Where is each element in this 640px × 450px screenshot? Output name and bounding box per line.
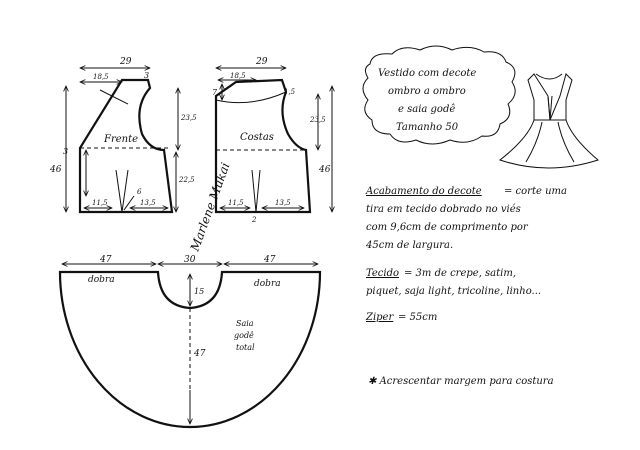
back-shoulder: 18,5 bbox=[230, 72, 246, 80]
fabric-line-1: = 3m de crepe, satim, bbox=[404, 268, 516, 279]
title-cloud: Vestido com decote ombro a ombro e saia … bbox=[362, 45, 516, 145]
skirt-fold-right: dobra bbox=[254, 279, 281, 289]
finishing-line-3: com 9,6cm de comprimento por bbox=[366, 222, 529, 233]
zipper-value: = 55cm bbox=[398, 312, 437, 323]
back-height: 46 bbox=[318, 165, 331, 175]
back-hem-right: 13,5 bbox=[275, 199, 291, 207]
front-neck: 3 bbox=[144, 71, 149, 80]
zipper-note: Ziper = 55cm bbox=[365, 312, 437, 323]
back-depth-left: 7 bbox=[212, 88, 218, 97]
dress-illustration bbox=[498, 73, 600, 169]
back-hem-left: 11,5 bbox=[228, 199, 244, 207]
signature: Marlene Mukai bbox=[187, 161, 232, 254]
title-line-2: ombro a ombro bbox=[388, 86, 466, 97]
fabric-line-2: piquet, saja light, tricoline, linho... bbox=[366, 286, 541, 297]
fabric-note: Tecido = 3m de crepe, satim, piquet, saj… bbox=[366, 268, 541, 297]
skirt-waist-depth: 15 bbox=[194, 287, 204, 296]
title-line-1: Vestido com decote bbox=[378, 68, 476, 79]
finishing-line-4: 45cm de largura. bbox=[365, 240, 453, 251]
back-label: Costas bbox=[240, 132, 274, 143]
skirt-label-1: Saia bbox=[236, 319, 254, 328]
back-top-width: 29 bbox=[255, 57, 268, 67]
skirt-center-width: 30 bbox=[184, 255, 196, 265]
front-label: Frente bbox=[103, 134, 138, 145]
finishing-line-2: tira em tecido dobrado no viés bbox=[366, 204, 521, 215]
front-hem-right: 13,5 bbox=[140, 199, 156, 207]
front-bodice-piece: Frente 29 18,5 3 3 46 23,5 22,5 6 11,5 1… bbox=[49, 57, 197, 214]
front-waist: 22,5 bbox=[178, 176, 195, 184]
back-bodice-piece: Costas 29 18,5 1,5 7 23,5 46 2 11,5 13,5 bbox=[212, 57, 332, 224]
skirt-label-2: godê bbox=[234, 331, 254, 340]
finishing-heading: Acabamento do decote bbox=[365, 186, 482, 197]
front-hem-left: 11,5 bbox=[92, 199, 108, 207]
zipper-heading: Ziper bbox=[365, 312, 394, 323]
skirt-piece: 47 30 47 dobra dobra 15 47 Saia godê tot… bbox=[58, 255, 322, 429]
seam-allowance-note: ✱ Acrescentar margem para costura bbox=[368, 376, 554, 387]
front-dart-depth: 6 bbox=[137, 188, 142, 196]
front-depth-left: 3 bbox=[63, 147, 68, 156]
front-top-width: 29 bbox=[119, 57, 132, 67]
back-neck: 1,5 bbox=[284, 88, 296, 96]
skirt-length: 47 bbox=[193, 349, 206, 359]
title-line-3: e saia godê bbox=[398, 104, 455, 115]
finishing-note: Acabamento do decote = corte uma tira em… bbox=[365, 186, 567, 251]
front-shoulder: 18,5 bbox=[93, 73, 109, 81]
skirt-fold-left: dobra bbox=[88, 275, 115, 285]
skirt-right-width: 47 bbox=[263, 255, 276, 265]
finishing-line-1: = corte uma bbox=[504, 186, 567, 197]
front-height: 46 bbox=[49, 165, 62, 175]
front-armhole: 23,5 bbox=[180, 114, 197, 122]
back-dart-width: 2 bbox=[251, 216, 257, 224]
title-line-4: Tamanho 50 bbox=[396, 122, 459, 133]
skirt-left-width: 47 bbox=[99, 255, 112, 265]
fabric-heading: Tecido bbox=[366, 268, 399, 279]
back-armhole: 23,5 bbox=[309, 116, 326, 124]
skirt-label-3: total bbox=[236, 343, 255, 352]
